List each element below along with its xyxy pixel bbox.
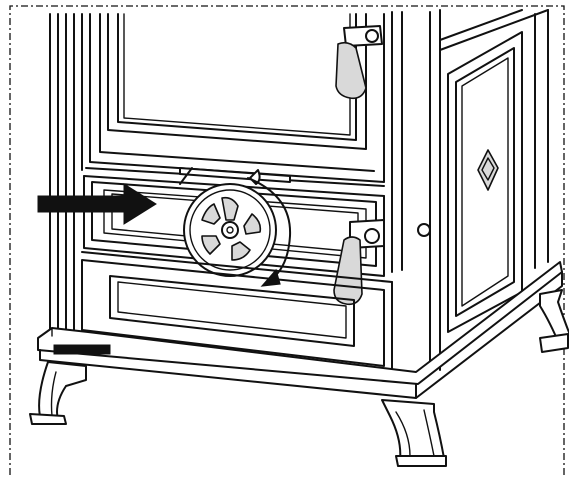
rear-right-foot xyxy=(539,289,569,353)
stove-right-side xyxy=(391,9,549,373)
air-control-wheel[interactable] xyxy=(183,183,277,277)
brand-plate xyxy=(53,344,111,355)
diamond-ornament xyxy=(477,149,499,191)
air-slider-lever xyxy=(179,167,291,185)
front-left-foot xyxy=(29,361,87,425)
fire-door xyxy=(89,13,385,183)
detail-boundary xyxy=(9,5,565,475)
stove-left-side xyxy=(49,13,83,334)
front-right-foot xyxy=(381,399,447,467)
side-knob xyxy=(417,223,431,237)
stove-plinth xyxy=(37,261,563,399)
upper-door-handle xyxy=(335,25,383,100)
base-drawer xyxy=(81,251,393,371)
direction-arrow xyxy=(37,183,157,225)
